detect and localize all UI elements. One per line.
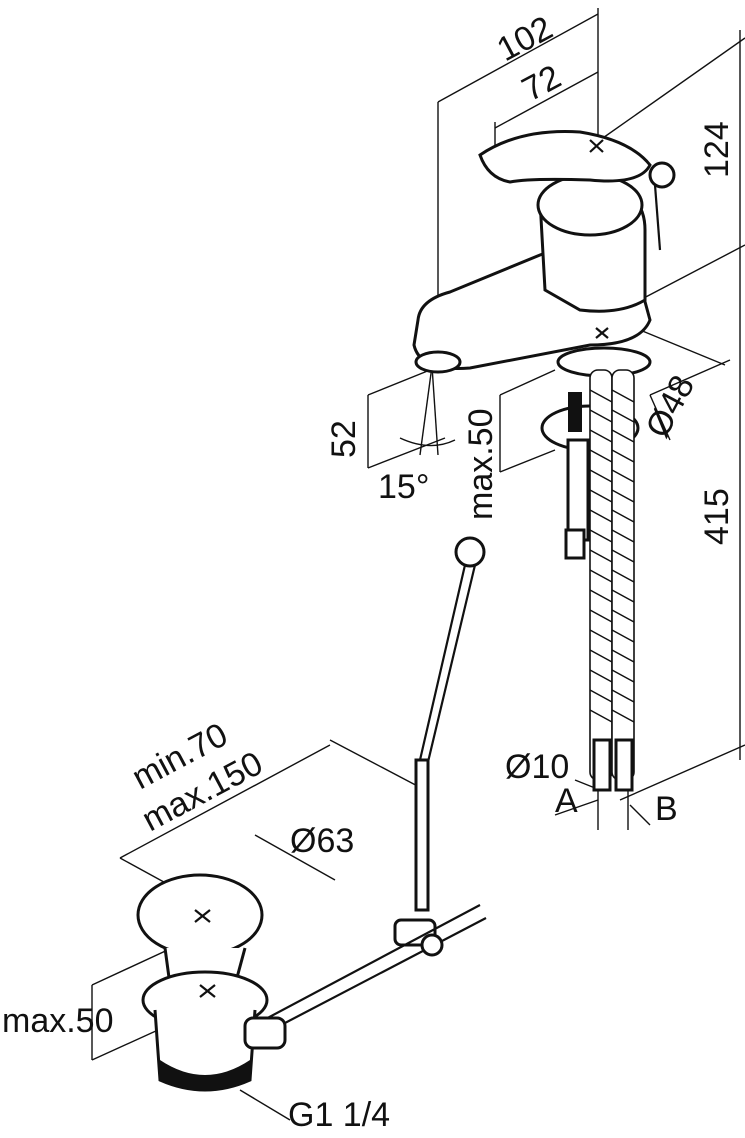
dimension-lines [91,8,745,1121]
popup-rod [259,536,487,1036]
label-a: A [555,782,578,820]
dim-415: 415 [698,488,736,545]
dim-124: 124 [698,121,736,178]
thread-g1-1-4: G1 1/4 [288,1096,390,1134]
flexible-hoses [589,369,635,792]
label-b: B [655,790,678,828]
dim-63: Ø63 [290,822,354,860]
faucet-body [412,130,676,378]
dim-48: Ø48 [639,369,703,444]
dim-10: Ø10 [505,748,569,786]
popup-waste [136,873,287,1092]
dim-max50-top: max.50 [462,409,500,521]
dim-max50-bottom: max.50 [2,1002,114,1040]
dim-52: 52 [325,420,363,458]
dim-72: 72 [516,58,567,109]
dim-15-degrees: 15° [378,468,429,506]
